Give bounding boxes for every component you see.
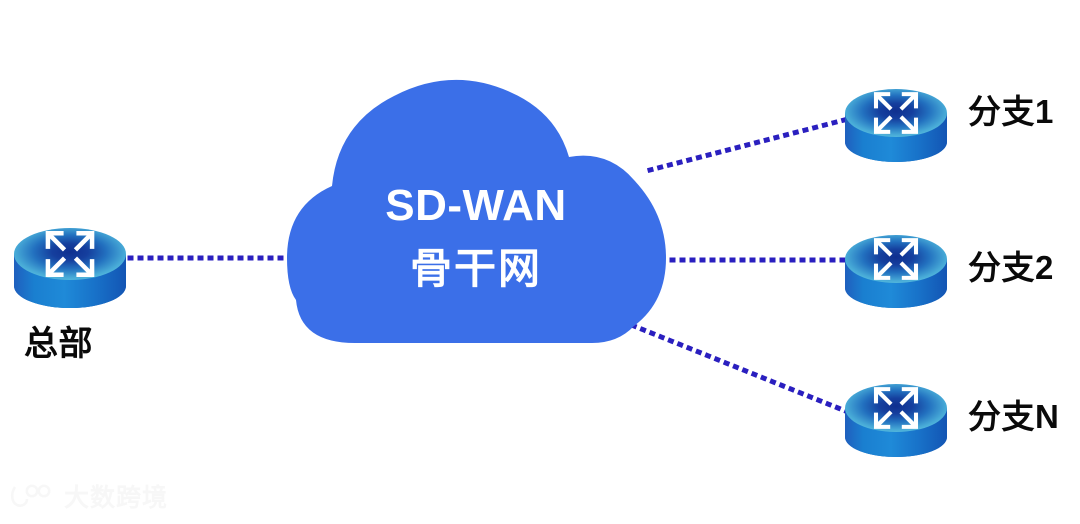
link-cloud-to-branch-3 <box>620 318 852 416</box>
router-headquarters[interactable] <box>14 228 126 308</box>
brand-logo-icon <box>10 484 51 507</box>
watermark: 大数跨境 <box>8 478 168 514</box>
link-cloud-to-branch-1 <box>646 114 856 174</box>
router-branch-1[interactable] <box>845 89 947 162</box>
router-branch-2[interactable] <box>845 235 947 308</box>
label-branch-2: 分支2 <box>968 249 1054 286</box>
sd-wan-cloud-shape[interactable] <box>287 79 666 343</box>
label-branch-3: 分支N <box>968 398 1060 435</box>
label-branch-1: 分支1 <box>968 93 1054 130</box>
watermark-text: 大数跨境 <box>64 484 169 512</box>
router-branch-3[interactable] <box>845 384 947 457</box>
connection-lines <box>127 114 856 416</box>
label-headquarters: 总部 <box>24 325 93 363</box>
